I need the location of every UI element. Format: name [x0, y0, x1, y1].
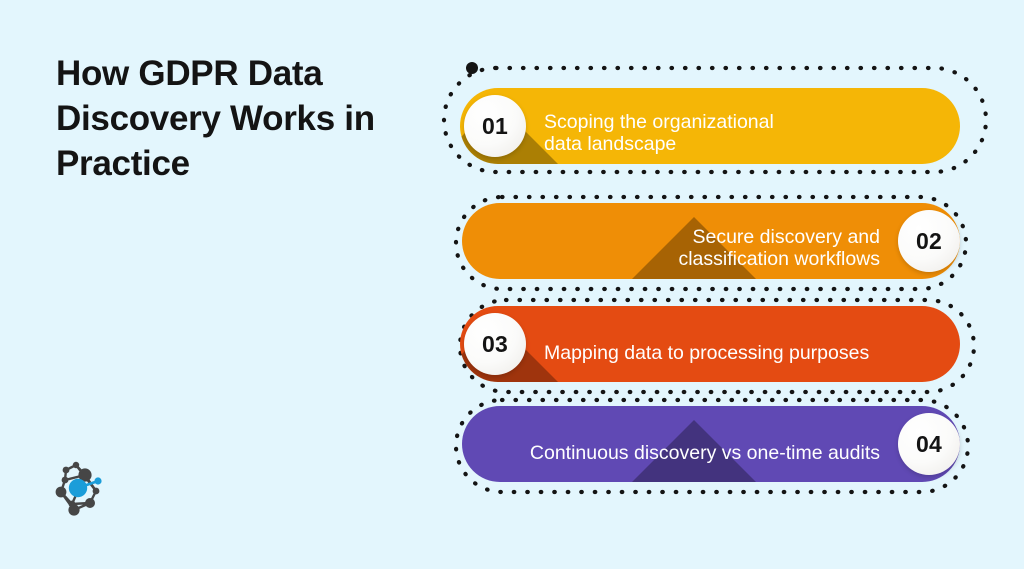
step-item-03[interactable]: 03 Mapping data to processing purposes — [452, 290, 977, 395]
step-04-number-badge: 04 — [898, 413, 960, 475]
step-04-label: Continuous discovery vs one-time audits — [529, 442, 880, 464]
step-02-bar — [462, 203, 960, 279]
step-item-04[interactable]: 04 Continuous discovery vs one-time audi… — [452, 390, 972, 495]
step-01-number-badge: 01 — [464, 95, 526, 157]
page-title: How GDPR Data Discovery Works in Practic… — [56, 54, 375, 183]
network-nodes-logo — [52, 458, 110, 518]
step-03-label: Mapping data to processing purposes — [544, 342, 870, 364]
step-02-number-badge: 02 — [898, 210, 960, 272]
step-03-number-badge: 03 — [464, 313, 526, 375]
step-item-01[interactable]: 01 Scoping the organizational data lands… — [441, 60, 989, 175]
step-03-bar — [460, 306, 960, 382]
step-01-label: Scoping the organizational data landscap… — [544, 111, 774, 155]
step-04-bar — [462, 406, 960, 482]
steps-list: 01 Scoping the organizational data lands… — [441, 60, 989, 500]
step-item-02[interactable]: 02 Secure discovery and classification w… — [452, 185, 972, 292]
step-01-bar — [460, 88, 960, 164]
step-02-label: Secure discovery and classification work… — [678, 226, 880, 270]
logo-graphic — [55, 461, 102, 516]
